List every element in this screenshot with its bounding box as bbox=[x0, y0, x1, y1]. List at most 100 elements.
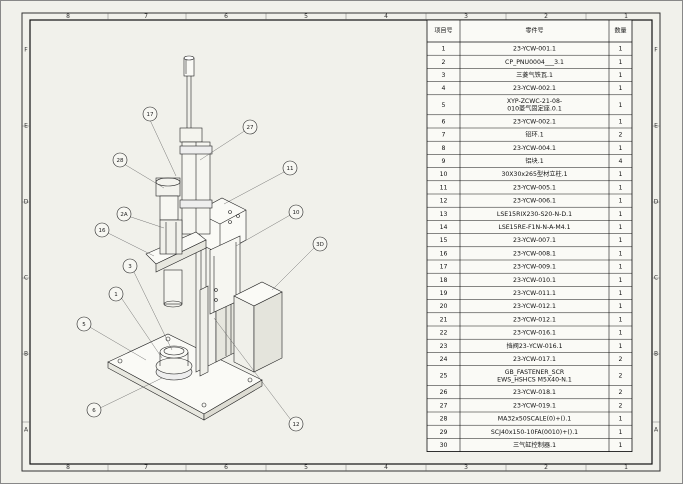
bom-cell: 6 bbox=[442, 118, 446, 125]
bom-cell: 23-YCW-011.1 bbox=[513, 290, 556, 297]
bom-cell: 3 bbox=[442, 72, 446, 79]
bom-cell: 1 bbox=[619, 330, 623, 337]
bom-cell: 1 bbox=[619, 290, 623, 297]
bom-cell: 1 bbox=[619, 171, 623, 178]
bom-cell: MA32x50SCALE(0)+().1 bbox=[498, 416, 572, 423]
bom-cell: 23-YCW-005.1 bbox=[513, 184, 556, 191]
bom-cell: 17 bbox=[440, 264, 448, 271]
bom-cell: 2 bbox=[619, 389, 623, 396]
bom-cell: 1 bbox=[619, 316, 623, 323]
zone-label-B: B bbox=[654, 351, 658, 358]
zone-label-2: 2 bbox=[544, 13, 548, 20]
bom-cell: 23-YCW-004.1 bbox=[513, 145, 556, 152]
bom-cell: 挡阀23-YCW-016.1 bbox=[506, 342, 562, 350]
callout-circle bbox=[288, 204, 304, 220]
zone-label-7: 7 bbox=[144, 13, 148, 20]
bom-cell: XYP-ZCWC-21-08-010菱气固定座.0.1 bbox=[507, 98, 562, 112]
bom-cell: 20 bbox=[440, 303, 448, 310]
bom-cell: 8 bbox=[442, 145, 446, 152]
callout-number: 3 bbox=[128, 264, 132, 270]
bom-cell: 23-YCW-010.1 bbox=[513, 277, 556, 284]
zone-label-C: C bbox=[654, 275, 658, 282]
zone-label-2: 2 bbox=[544, 464, 548, 471]
callout-number: 3D bbox=[316, 242, 324, 248]
bom-cell: 1 bbox=[619, 198, 623, 205]
callout-number: 10 bbox=[293, 210, 300, 216]
bom-cell: 18 bbox=[440, 277, 448, 284]
bom-cell: 14 bbox=[440, 224, 448, 231]
zone-label-E: E bbox=[24, 123, 28, 130]
bom-cell: 9 bbox=[442, 158, 446, 165]
zone-label-8: 8 bbox=[66, 13, 70, 20]
bom-cell: 1 bbox=[619, 416, 623, 423]
bom-cell: 29 bbox=[440, 429, 448, 436]
bom-cell: 30X30x265型材立柱.1 bbox=[501, 170, 567, 178]
zone-label-C: C bbox=[24, 275, 28, 282]
callout-circle bbox=[94, 222, 110, 238]
bom-cell: LSE15RE-F1N-N-A-M4.1 bbox=[498, 224, 570, 231]
zone-label-D: D bbox=[24, 199, 29, 206]
zone-label-4: 4 bbox=[384, 13, 388, 20]
bom-cell: 23-YCW-017.1 bbox=[513, 356, 556, 363]
callout-circle bbox=[142, 106, 158, 122]
bom-cell: 23-YCW-008.1 bbox=[513, 250, 556, 257]
bom-cell: 1 bbox=[619, 264, 623, 271]
zone-label-D: D bbox=[654, 199, 659, 206]
bom-cell: 23-YCW-006.1 bbox=[513, 198, 556, 205]
bom-cell: 1 bbox=[619, 250, 623, 257]
zone-label-A: A bbox=[654, 427, 659, 434]
bom-cell: 12 bbox=[440, 198, 448, 205]
callout-circle bbox=[288, 416, 304, 432]
bom-cell: 5 bbox=[442, 102, 446, 109]
zone-label-3: 3 bbox=[464, 13, 468, 20]
drawing-border bbox=[29, 19, 653, 465]
bom-cell: 30 bbox=[440, 442, 448, 449]
bom-cell: 28 bbox=[440, 416, 448, 423]
zone-label-3: 3 bbox=[464, 464, 468, 471]
callout-circle bbox=[242, 119, 258, 135]
assembly-drawing bbox=[107, 55, 283, 421]
bom-cell: SCJ40x150-10FA(0010)+().1 bbox=[491, 429, 578, 436]
callout-number: 27 bbox=[247, 125, 254, 131]
leader-lines bbox=[87, 119, 317, 425]
bom-cell: 1 bbox=[442, 46, 446, 53]
callout-number: 1 bbox=[114, 292, 118, 298]
bom-header: 项目号 bbox=[434, 28, 452, 35]
zone-border bbox=[21, 12, 661, 472]
bom-cell: 1 bbox=[619, 118, 623, 125]
bom-header: 零件号 bbox=[525, 27, 543, 35]
bom-cell: 11 bbox=[440, 184, 448, 191]
bom-cell: 1 bbox=[619, 102, 623, 109]
bom-cell: 23-YCW-016.1 bbox=[513, 330, 556, 337]
bom-cell: 1 bbox=[619, 46, 623, 53]
bom-cell: 21 bbox=[440, 316, 448, 323]
bom-cell: 1 bbox=[619, 211, 623, 218]
bom-cell: 23-YCW-002.1 bbox=[513, 118, 556, 125]
callout-circle bbox=[76, 316, 92, 332]
zone-label-5: 5 bbox=[304, 13, 308, 20]
callout-circle bbox=[112, 152, 128, 168]
bom-cell: 三气缸控制器.1 bbox=[513, 441, 556, 449]
bom-cell: 1 bbox=[619, 343, 623, 350]
bom-header: 数量 bbox=[614, 27, 626, 35]
bom-cell: 22 bbox=[440, 330, 448, 337]
bom-cell: 23-YCW-007.1 bbox=[513, 237, 556, 244]
bom-cell: 铝块.1 bbox=[525, 157, 543, 165]
bom-cell: 23-YCW-012.1 bbox=[513, 316, 556, 323]
bom-cell: 23-YCW-009.1 bbox=[513, 264, 556, 271]
zone-label-6: 6 bbox=[224, 464, 228, 471]
bom-cell: 1 bbox=[619, 85, 623, 92]
zone-label-1: 1 bbox=[624, 464, 628, 471]
bom-cell: 1 bbox=[619, 277, 623, 284]
zone-label-6: 6 bbox=[224, 13, 228, 20]
bom-cell: 1 bbox=[619, 303, 623, 310]
bom-cell: 4 bbox=[442, 85, 446, 92]
bom-cell: 2 bbox=[619, 132, 623, 139]
bom-cell: 2 bbox=[619, 373, 623, 380]
callout-number: 2A bbox=[120, 212, 127, 218]
